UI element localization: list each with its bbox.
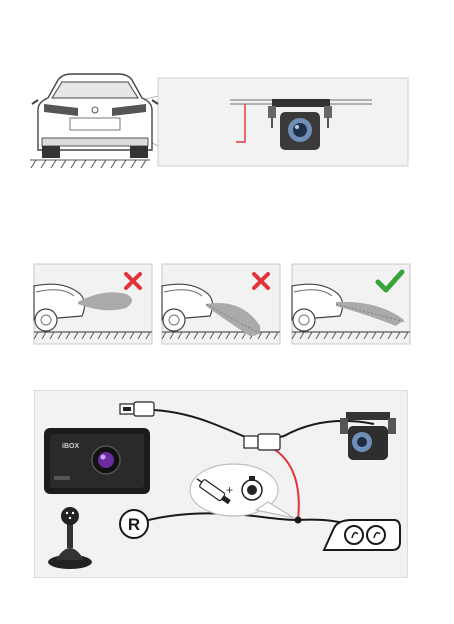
rear-light-icon xyxy=(324,520,400,550)
reverse-gear-badge: R xyxy=(120,510,148,538)
angles-illustration xyxy=(0,260,454,350)
reverse-label: R xyxy=(128,515,140,534)
junction-dot xyxy=(295,517,302,524)
dashcam-icon: iBOX xyxy=(44,428,150,494)
angle-panel-2 xyxy=(162,264,280,344)
angle-panel-1 xyxy=(34,264,152,344)
reverse-camera-icon xyxy=(340,412,396,460)
wiring-illustration: iBOX + xyxy=(34,390,408,578)
car-rear-icon xyxy=(32,74,158,158)
ground-hatch xyxy=(30,160,150,168)
usb-plug-icon xyxy=(120,402,154,416)
inline-connector-icon xyxy=(244,434,280,450)
figure-mount xyxy=(0,0,454,190)
figure-wiring: iBOX + xyxy=(34,390,408,578)
plus-sign: + xyxy=(226,483,233,497)
mount-illustration xyxy=(0,0,454,190)
dashcam-brand: iBOX xyxy=(62,443,79,450)
angle-panel-3 xyxy=(292,264,410,344)
figure-angles xyxy=(0,260,454,350)
